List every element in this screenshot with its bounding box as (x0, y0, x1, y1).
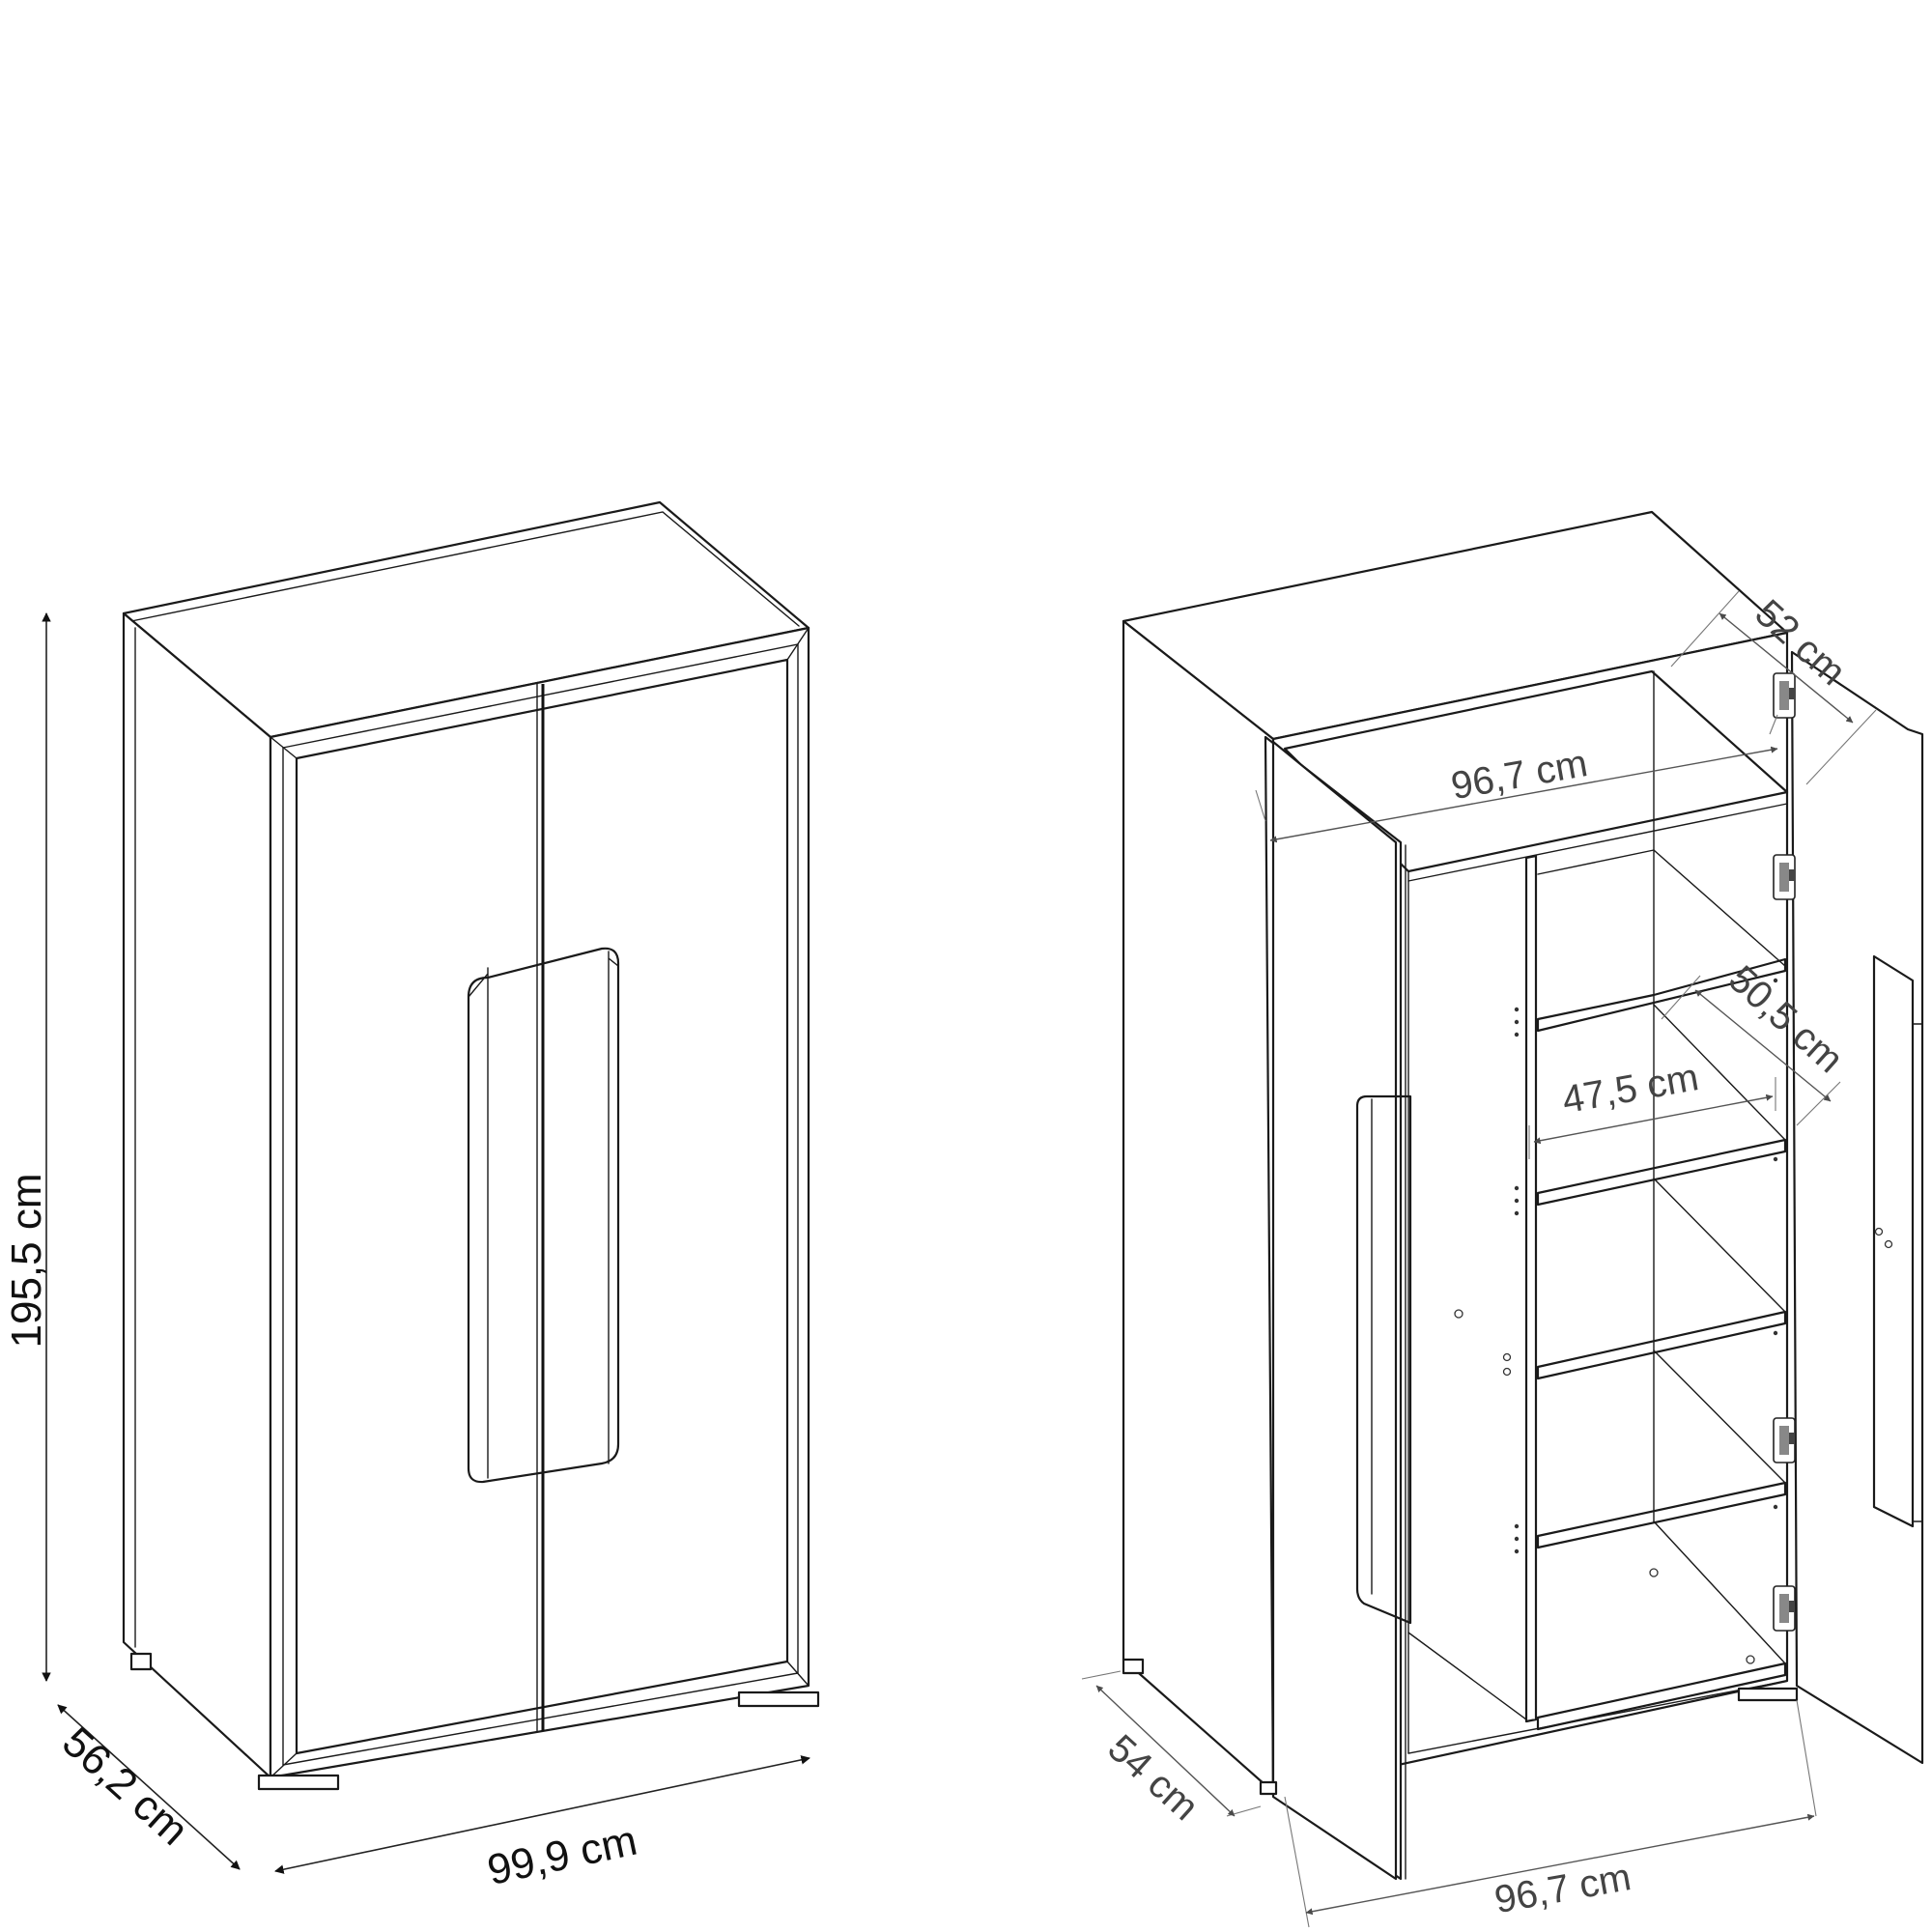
closed-handle-inner (468, 951, 619, 1479)
closed-left-side (122, 611, 272, 1779)
shelf-3 (1536, 1310, 1787, 1380)
height-label: 195,5 cm (3, 1174, 50, 1349)
open-foot-right (1737, 1687, 1799, 1702)
ext-967-a (1255, 789, 1266, 822)
closed-foot-front-left (257, 1774, 340, 1791)
shelf-back-line-0 (1537, 849, 1655, 875)
ext-54-b (1226, 1805, 1262, 1817)
inner-width-top-dimension-line (1269, 746, 1778, 843)
left-compartment-floor (1407, 1632, 1527, 1720)
shelf-1 (1536, 957, 1787, 1033)
closed-handle-recess (467, 947, 620, 1484)
top-depth-dimension-line (1719, 612, 1854, 724)
closed-foot-back-left (129, 1652, 153, 1671)
ext-505-a (1661, 975, 1701, 1020)
hinge-4 (1773, 1585, 1796, 1632)
ext-52-b (1805, 709, 1877, 785)
shelf-depth-3 (1653, 1350, 1786, 1484)
center-divider (1524, 854, 1538, 1723)
open-width-label: 96,7 cm (1492, 1856, 1634, 1921)
bevel-midline (282, 643, 799, 1766)
right-door-handle (1872, 954, 1915, 1528)
open-left-door-front (1271, 740, 1398, 1881)
left-door-handle (1355, 1094, 1412, 1625)
open-wardrobe (1122, 510, 1924, 1881)
open-width-dimension-line (1305, 1813, 1815, 1916)
open-depth-label: 54 cm (1099, 1727, 1206, 1830)
closed-wardrobe (122, 500, 820, 1791)
depth-dimension-line (57, 1704, 241, 1870)
width-dimension-line (274, 1755, 810, 1874)
shelf-depth-4 (1653, 1520, 1786, 1664)
open-foot-back (1122, 1658, 1145, 1675)
ext-967b-b (1796, 1699, 1817, 1817)
ext-967b-a (1284, 1796, 1310, 1928)
shelf-depth-dimension-line (1694, 989, 1832, 1102)
ext-54-a (1081, 1670, 1122, 1680)
shelf-4 (1536, 1481, 1787, 1549)
closed-foot-front-right (737, 1690, 820, 1708)
width-label: 99,9 cm (483, 1817, 640, 1894)
ext-967-b (1769, 714, 1778, 735)
hinge-2 (1773, 854, 1796, 900)
hinge-3 (1773, 1417, 1796, 1463)
ext-505-b (1796, 1081, 1841, 1126)
hinge-1 (1773, 672, 1796, 719)
shelf-depth-0 (1653, 849, 1786, 967)
shelf-depth-2 (1653, 1178, 1786, 1313)
right-shelves (1536, 670, 1787, 1731)
shelf-2 (1536, 1138, 1787, 1207)
open-left-side (1122, 619, 1275, 1794)
shelf-width-dimension-line (1533, 1094, 1774, 1145)
open-foot-left (1259, 1780, 1278, 1796)
ext-52-a (1670, 590, 1740, 668)
depth-label: 56,2 cm (53, 1719, 197, 1855)
shelf-pin-holes (1454, 978, 1778, 1664)
shelf-bottom (1536, 1662, 1787, 1731)
closed-top-edge-inner (130, 511, 800, 627)
base-front (1407, 1680, 1788, 1754)
open-depth-dimension-line (1095, 1685, 1236, 1817)
